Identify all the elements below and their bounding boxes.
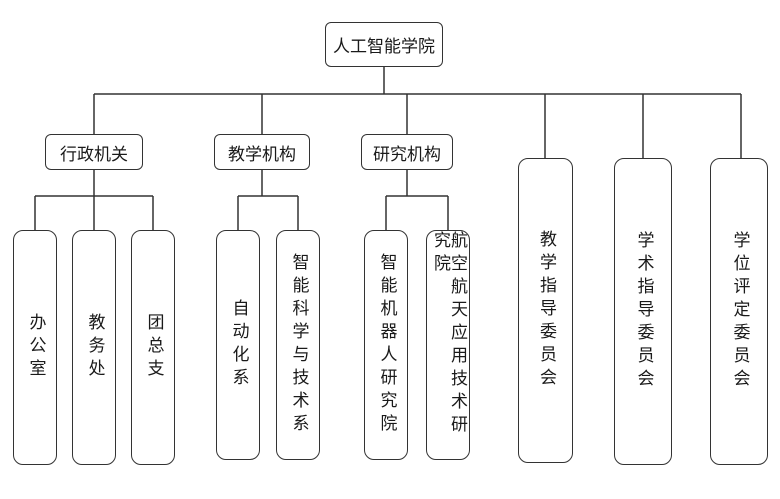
unit-node: 智能机器人研究院	[364, 230, 408, 460]
root-node: 人工智能学院	[325, 22, 443, 67]
unit-label: 航空航天应用技术研究院	[430, 231, 467, 438]
committee-label: 学位评定委员会	[729, 231, 750, 392]
unit-label: 教务处	[84, 313, 105, 382]
root-label: 人工智能学院	[333, 37, 435, 57]
group-label: 研究机构	[373, 144, 441, 165]
committee-node: 学位评定委员会	[710, 158, 768, 465]
group-label: 教学机构	[228, 144, 296, 165]
unit-node: 自动化系	[216, 230, 260, 460]
unit-node: 团总支	[131, 230, 175, 465]
unit-node: 办公室	[13, 230, 57, 465]
unit-node: 航空航天应用技术研究院	[426, 230, 470, 460]
unit-label: 办公室	[25, 313, 46, 382]
group-node-teaching: 教学机构	[214, 134, 310, 170]
committee-label: 教学指导委员会	[536, 230, 556, 391]
unit-label: 团总支	[143, 313, 164, 382]
group-node-admin: 行政机关	[45, 134, 143, 170]
group-node-research: 研究机构	[361, 134, 453, 170]
committee-label: 学术指导委员会	[633, 231, 654, 392]
committee-node: 教学指导委员会	[518, 158, 573, 463]
unit-label: 智能机器人研究院	[376, 253, 397, 437]
unit-node: 智能科学与技术系	[276, 230, 320, 460]
group-label: 行政机关	[60, 144, 128, 165]
committee-node: 学术指导委员会	[614, 158, 672, 465]
unit-label: 智能科学与技术系	[288, 253, 309, 437]
unit-node: 教务处	[72, 230, 116, 465]
unit-label: 自动化系	[228, 299, 249, 391]
